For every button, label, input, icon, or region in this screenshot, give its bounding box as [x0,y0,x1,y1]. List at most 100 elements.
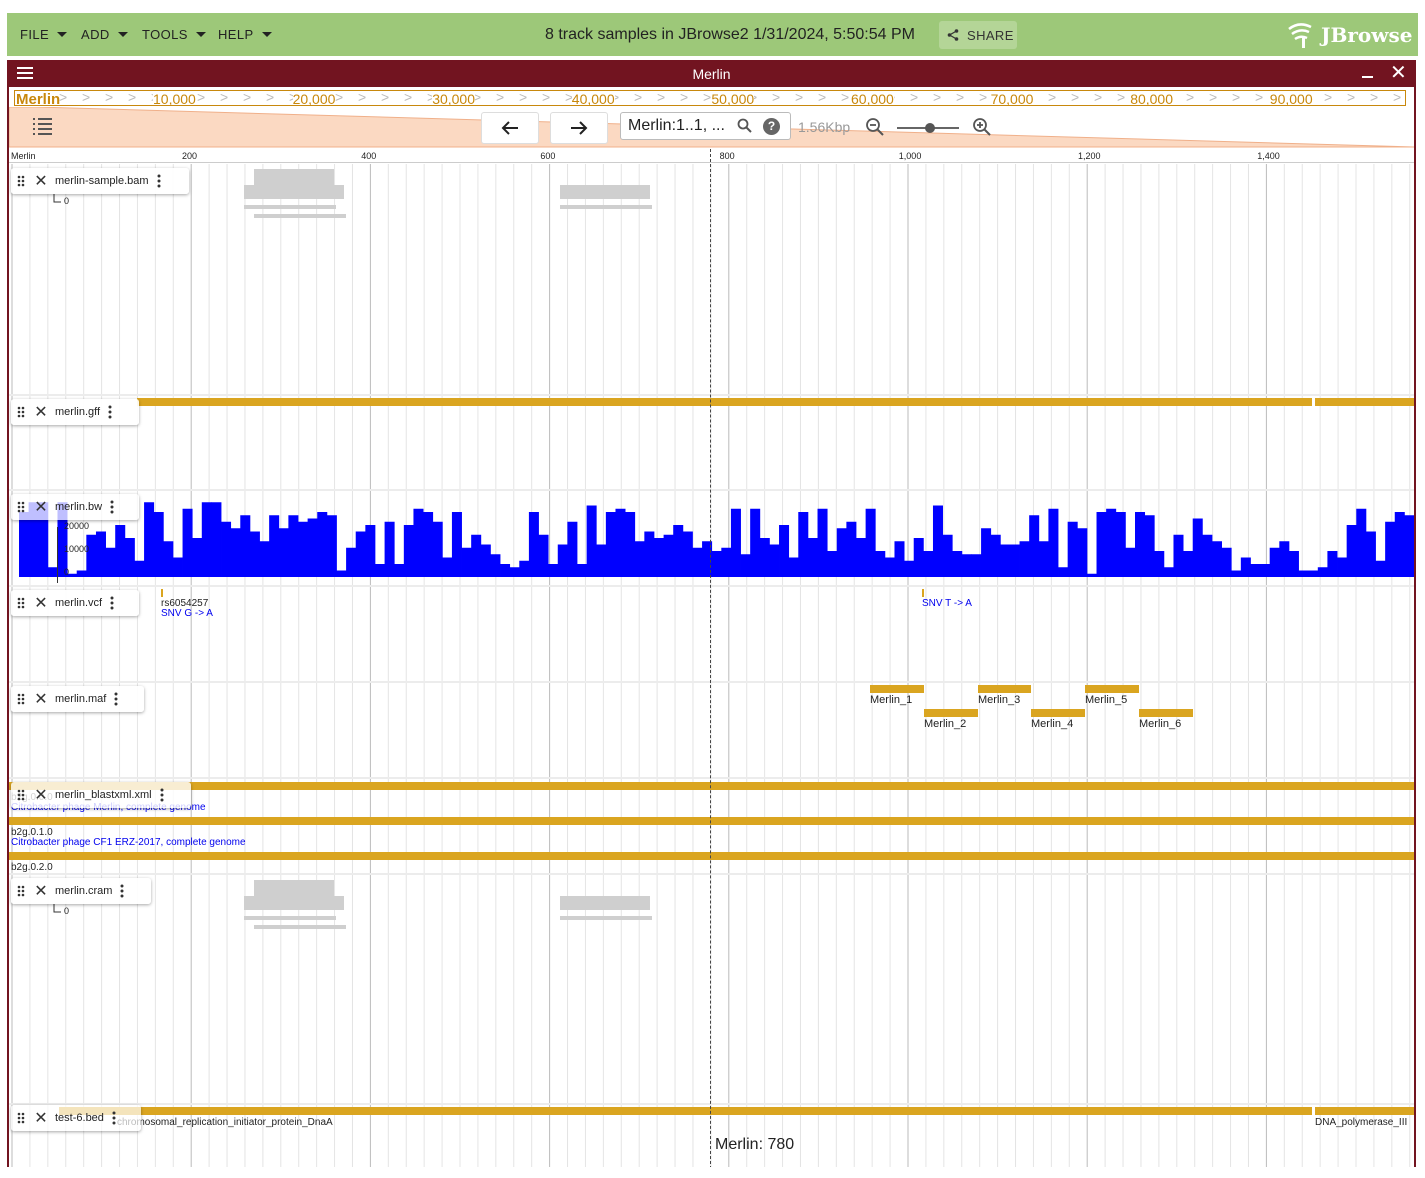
bigwig-bar[interactable] [1009,544,1020,578]
bigwig-bar[interactable] [1365,531,1376,578]
bigwig-bar[interactable] [644,531,655,578]
bigwig-bar[interactable] [1221,547,1232,577]
bigwig-bar[interactable] [1144,515,1155,577]
track-menu-icon[interactable] [104,1111,124,1125]
bed-feature[interactable] [1315,1107,1414,1115]
location-search-input[interactable]: Merlin:1..1, ... ? [620,112,791,140]
bigwig-bar[interactable] [298,521,309,577]
bigwig-bar[interactable] [57,502,68,577]
drag-handle-icon[interactable] [11,693,31,705]
bigwig-bar[interactable] [904,560,915,577]
bigwig-bar[interactable] [548,564,559,577]
track-bam[interactable]: ✕ merlin-sample.bam 0 [9,164,1414,396]
bigwig-bar[interactable] [1115,512,1126,577]
close-track-icon[interactable]: ✕ [34,499,48,516]
bigwig-bar[interactable] [1260,564,1271,577]
bigwig-bar[interactable] [865,508,876,577]
bigwig-bar[interactable] [692,547,703,577]
bigwig-bar[interactable] [1067,521,1078,577]
bigwig-bar[interactable] [625,512,636,577]
bigwig-bar[interactable] [1029,515,1040,577]
bigwig-bar[interactable] [201,502,212,577]
maf-feature[interactable] [978,685,1031,693]
bigwig-bar[interactable] [124,538,135,577]
bigwig-bar[interactable] [846,521,857,577]
bigwig-bar[interactable] [836,528,847,577]
coverage-block[interactable] [560,185,650,199]
drag-handle-icon[interactable] [11,1112,31,1124]
track-menu-icon[interactable] [102,596,122,610]
bigwig-bar[interactable] [28,502,39,577]
bigwig-bar[interactable] [355,531,366,578]
bigwig-bar[interactable] [1394,512,1405,577]
tracks-container[interactable]: ✕ merlin-sample.bam 0 ✕ merlin.gff [9,164,1414,1167]
bigwig-bar[interactable] [663,534,674,577]
track-cram[interactable]: ✕ merlin.cram 0 [9,875,1414,1105]
bigwig-bar[interactable] [1288,551,1299,577]
bigwig-bar[interactable] [1202,534,1213,577]
close-track-icon[interactable]: ✕ [34,404,48,421]
bigwig-bar[interactable] [1317,567,1328,577]
bigwig-bar[interactable] [1375,560,1386,577]
bigwig-bar[interactable] [192,538,203,577]
zoom-in-icon[interactable] [972,117,992,137]
bigwig-bar[interactable] [615,508,626,577]
coverage-block[interactable] [244,185,344,199]
close-track-icon[interactable]: ✕ [34,691,48,708]
track-menu-icon[interactable] [100,405,120,419]
bigwig-bar[interactable] [538,534,549,577]
bigwig-bar[interactable] [817,508,828,577]
bigwig-bar[interactable] [856,538,867,577]
bigwig-bar[interactable] [442,557,453,578]
bigwig-bar[interactable] [894,541,905,577]
bigwig-bar[interactable] [365,525,376,577]
bigwig-bar[interactable] [577,564,588,577]
drag-handle-icon[interactable] [11,789,31,801]
bigwig-bar[interactable] [1231,570,1242,578]
drag-handle-icon[interactable] [11,885,31,897]
bigwig-bar[interactable] [115,525,126,577]
bigwig-bar[interactable] [269,515,280,577]
bigwig-bar[interactable] [1337,557,1348,578]
bigwig-bar[interactable] [1279,541,1290,577]
share-button[interactable]: SHARE [939,21,1017,49]
zoom-out-icon[interactable] [865,117,885,137]
help-icon[interactable]: ? [763,118,780,135]
bigwig-bar[interactable] [451,512,462,577]
bigwig-bar[interactable] [221,521,232,577]
bigwig-bar[interactable] [1240,557,1251,578]
bigwig-bar[interactable] [317,512,328,577]
track-menu-icon[interactable] [106,692,126,706]
bigwig-bar[interactable] [1058,567,1069,577]
bigwig-bar[interactable] [461,547,472,577]
menu-tools[interactable]: TOOLS [142,13,206,56]
variant-marker[interactable] [922,589,924,597]
bigwig-bar[interactable] [394,564,405,577]
gff-feature[interactable] [137,398,1312,406]
bigwig-bar[interactable] [1038,541,1049,577]
bigwig-bar[interactable] [403,525,414,577]
bigwig-bar[interactable] [586,505,597,578]
bigwig-bar[interactable] [596,544,607,578]
maf-feature[interactable] [1031,709,1085,717]
bigwig-bar[interactable] [519,560,530,577]
bigwig-bar[interactable] [1346,525,1357,577]
read-feature[interactable] [560,916,652,920]
bigwig-bar[interactable] [47,567,58,577]
bigwig-bar[interactable] [67,573,78,577]
bigwig-bar[interactable] [730,508,741,577]
bigwig-bar[interactable] [19,512,30,577]
bigwig-bar[interactable] [211,502,222,577]
bigwig-bar[interactable] [374,564,385,577]
bigwig-bar[interactable] [798,512,809,577]
read-feature[interactable] [560,205,652,209]
zoom-slider-thumb[interactable] [925,123,935,133]
bigwig-bar[interactable] [172,557,183,578]
bigwig-bar[interactable] [230,528,241,577]
view-title[interactable]: Merlin [692,66,731,82]
bigwig-bar[interactable] [682,531,693,578]
bigwig-bar[interactable] [105,547,116,577]
bigwig-bar[interactable] [471,534,482,577]
bigwig-bar[interactable] [307,518,318,578]
